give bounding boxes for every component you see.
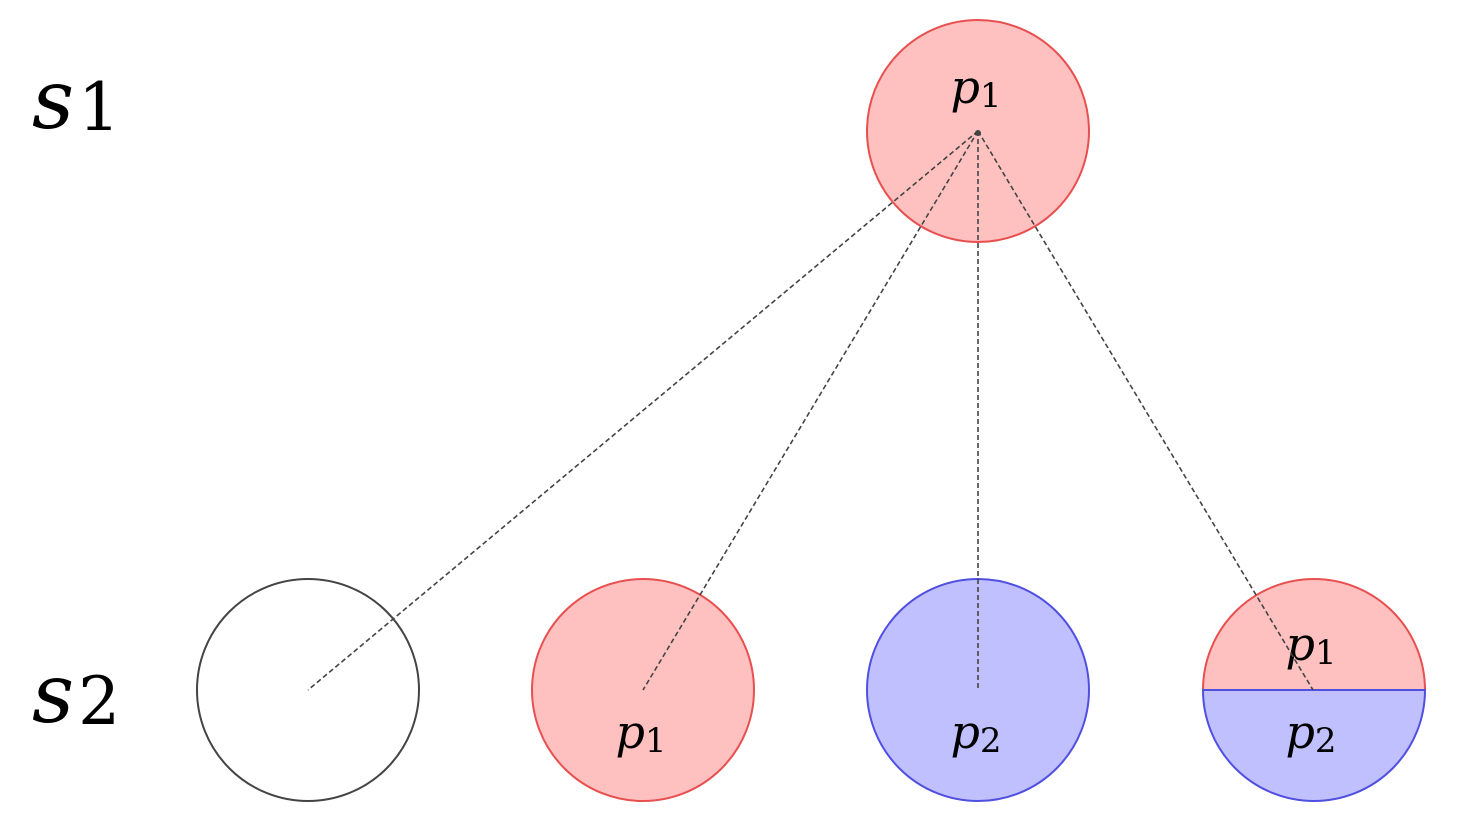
child-node-split-bottom-label: p2 [1285, 705, 1336, 761]
edge-root-to-split [977, 130, 1314, 691]
row-label-s1-base: s [32, 53, 74, 148]
child-node-split-top-label: p1 [1285, 617, 1336, 673]
edge-root-to-p1 [642, 130, 979, 691]
child-node-p2-label-sub: 2 [980, 721, 1002, 761]
child-node-p2-label: p2 [950, 705, 1001, 761]
root-node-label-base: p [950, 60, 979, 114]
child-node-split-bottom-p2 [1201, 689, 1427, 802]
child-node-p2-label-base: p [950, 705, 979, 759]
child-node-empty [196, 578, 420, 802]
child-node-split-bottom-label-base: p [1285, 705, 1314, 759]
child-node-p1-label-base: p [615, 705, 644, 759]
row-label-s2-base: s [32, 647, 74, 742]
root-node-label: p1 [950, 60, 1001, 116]
row-label-s2: s2 [32, 647, 120, 742]
root-node-label-sub: 1 [980, 76, 1002, 116]
child-node-p1-label: p1 [615, 705, 666, 761]
root-anchor-dot [975, 130, 981, 136]
edge-root-to-empty [307, 130, 979, 691]
row-label-s1: s1 [32, 53, 120, 148]
child-node-p1-label-sub: 1 [645, 721, 667, 761]
row-label-s2-sub: 2 [78, 663, 120, 740]
child-node-split [1201, 578, 1427, 802]
child-node-split-bottom-label-sub: 2 [1315, 721, 1337, 761]
row-label-s1-sub: 1 [78, 69, 120, 146]
child-node-split-top-label-base: p [1285, 617, 1314, 671]
child-node-split-top-label-sub: 1 [1315, 633, 1337, 673]
child-node-split-top-p1 [1201, 578, 1427, 691]
